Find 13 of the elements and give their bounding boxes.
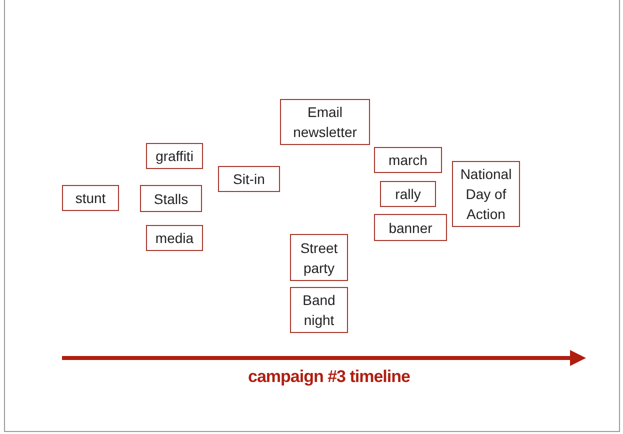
event-box: march [374,147,442,173]
timeline-label: campaign #3 timeline [248,367,410,387]
event-box: banner [374,214,447,241]
event-box: Band night [290,287,348,333]
event-box: Street party [290,234,348,281]
event-box: stunt [62,185,119,211]
event-box: rally [380,181,436,207]
event-box: Email newsletter [280,99,370,145]
event-box: graffiti [146,143,203,169]
event-box: Stalls [140,185,202,212]
event-box: media [146,225,203,251]
event-box: Sit-in [218,166,280,192]
event-box: National Day of Action [452,161,520,227]
